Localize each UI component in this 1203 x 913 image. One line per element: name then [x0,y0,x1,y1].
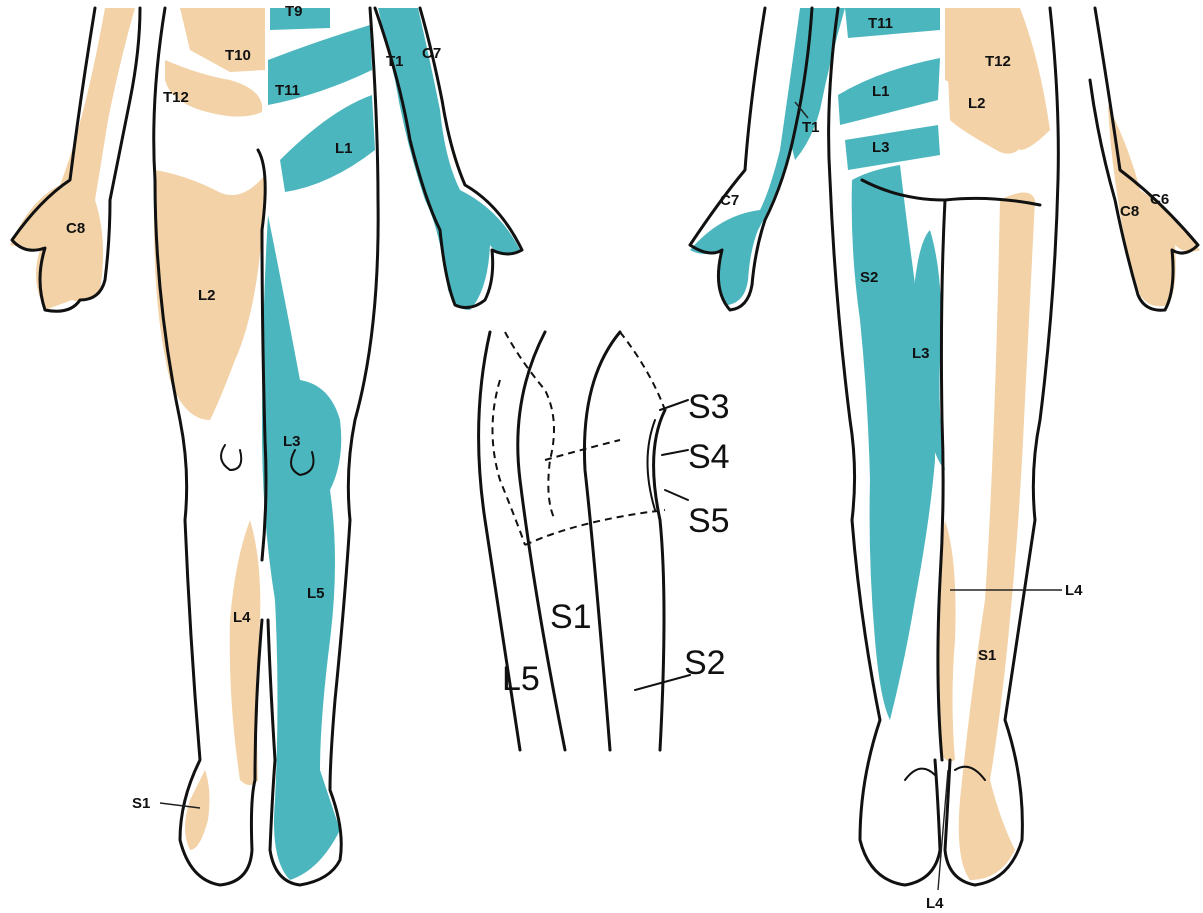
inset-label-s3: S3 [688,388,730,426]
back-label-s1: S1 [978,647,996,664]
front-label-l4: L4 [233,609,251,626]
inset-label-l5: L5 [502,660,540,698]
front-t10-region [180,8,265,72]
back-l3-band [845,125,940,170]
back-label-c8: C8 [1120,203,1139,220]
inset-label-s4: S4 [688,438,730,476]
inset-label-s5: S5 [688,502,730,540]
inset-dash-horizontal [525,510,665,545]
front-label-l1: L1 [335,140,353,157]
back-label-l4-mid: L4 [1065,582,1083,599]
back-label-c6: C6 [1150,191,1169,208]
back-label-l4-bottom: L4 [926,895,944,912]
back-heel-left [905,769,935,780]
front-label-l5: L5 [307,585,325,602]
back-label-l3-lower: L3 [912,345,930,362]
inset-s5-leader [665,490,688,500]
back-label-s2: S2 [860,269,878,286]
inset-s3-leader [660,400,688,410]
front-label-t10: T10 [225,47,251,64]
inset-label-s1: S1 [550,598,592,636]
front-knee-mark [221,445,241,470]
front-label-t11: T11 [275,82,300,99]
front-view: T9 T10 T11 T12 L1 T1 C7 C8 L2 L3 L4 L5 S… [10,3,522,885]
inset-buttock [584,332,620,750]
front-label-l3: L3 [283,433,301,450]
back-label-c7: C7 [720,192,739,209]
back-c7-arm [690,8,812,305]
inset-dash-s3 [620,332,665,410]
front-label-c7: C7 [422,45,441,62]
front-l1-band [280,95,375,192]
inset-view: S3 S4 S5 S1 S2 L5 [479,332,730,750]
front-label-l2: L2 [198,287,216,304]
inset-dash-mid [545,440,620,460]
front-s1-region [185,770,209,850]
front-label-t1: T1 [386,53,404,70]
back-label-l2: L2 [968,95,986,112]
back-label-t1: T1 [802,119,820,136]
back-label-t12: T12 [985,53,1011,70]
back-label-l1: L1 [872,83,890,100]
inset-s4-leader [662,450,688,455]
front-label-c8: C8 [66,220,85,237]
back-view: T11 T12 L1 L2 L3 T1 C7 C8 C6 S2 L3 L4 S1… [690,8,1200,912]
back-s1-region [959,193,1035,881]
inset-dash-s1-upper [505,332,555,520]
front-label-s1: S1 [132,795,150,812]
inset-label-s2: S2 [684,644,726,682]
inset-gluteal-cleft [654,410,665,750]
front-label-t9: T9 [285,3,303,20]
back-label-l3-upper: L3 [872,139,890,156]
back-label-t11: T11 [868,15,893,32]
front-label-t12: T12 [163,89,189,106]
